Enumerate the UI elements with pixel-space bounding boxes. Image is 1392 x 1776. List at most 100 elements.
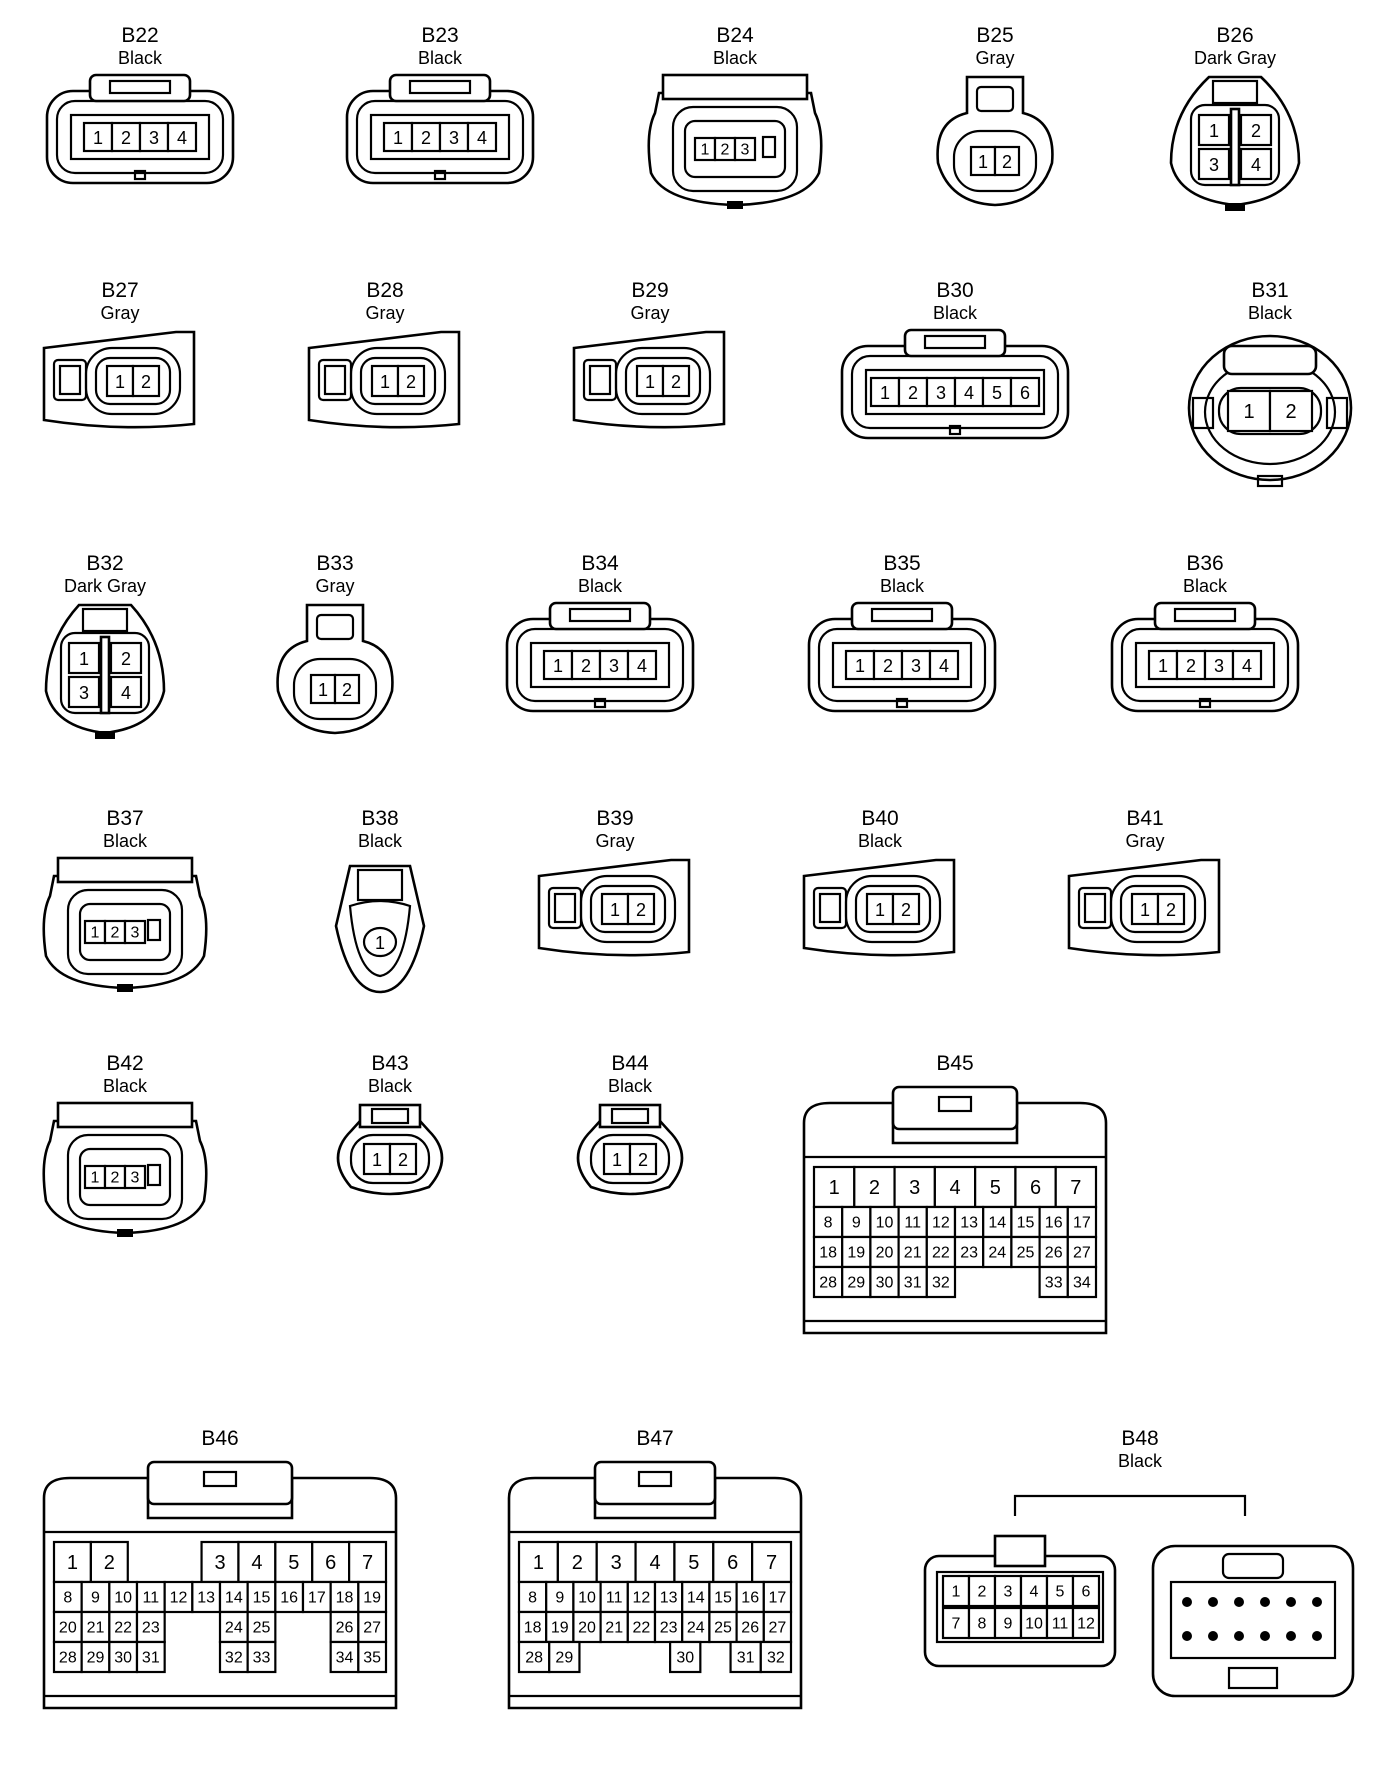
connector-color: Black [712,48,757,68]
pin-number: 2 [121,649,131,669]
connector-color: Dark Gray [1193,48,1276,68]
connector-id: B45 [936,1052,974,1075]
pin-cell [388,1142,418,1176]
connector-id: B41 [1126,807,1164,830]
terminal-dot [1312,1631,1322,1641]
pin-number: 10 [114,1590,132,1607]
pin-cell [661,364,691,398]
terminal-dot [1312,1597,1322,1607]
connector-id: B47 [636,1427,674,1450]
pin-cell [517,1580,548,1614]
pin-number: 3 [1004,1584,1013,1601]
connector-color: Black [102,831,147,851]
pin-cell [357,1580,388,1614]
pin-number: 4 [649,1552,660,1574]
connector-color: Black [1182,576,1227,596]
pin-number: 1 [93,128,103,148]
pin-number: 9 [91,1590,100,1607]
terminal-dot [1260,1631,1270,1641]
pin-cell [1010,1235,1041,1269]
terminal-dot [1286,1631,1296,1641]
pin-number: 32 [767,1650,785,1667]
pin-number: 2 [111,925,120,942]
pin-cell [1066,1265,1098,1299]
pin-number: 17 [308,1590,326,1607]
pin-number: 6 [727,1552,738,1574]
pin-cell [548,1640,581,1674]
pin-number: 10 [578,1590,596,1607]
pin-cell [108,1610,139,1644]
pin-number: 3 [131,1170,140,1187]
pin-cell [1156,892,1186,926]
pin-number: 15 [1017,1215,1035,1232]
connector-color: Black [117,48,162,68]
pin-number: 1 [978,152,988,172]
pin-number: 3 [449,128,459,148]
connector-id: B29 [631,279,669,302]
pin-cell [1038,1265,1069,1299]
pin-number: 1 [610,900,620,920]
connector-id: B42 [106,1052,144,1075]
pin-cell [166,121,198,153]
pin-number: 18 [524,1620,542,1637]
connector-id: B30 [936,279,974,302]
connector-color: Black [879,576,924,596]
pin-cell [891,892,921,926]
pin-number: 19 [847,1245,865,1262]
terminal-dot [1234,1597,1244,1607]
pin-number: 16 [1045,1215,1063,1232]
pin-cell [309,673,337,705]
pin-cell [1147,649,1179,681]
pin-number: 10 [876,1215,894,1232]
pin-number: 2 [721,142,730,159]
pin-cell [733,136,757,162]
pin-number: 25 [1017,1245,1035,1262]
pin-number: 11 [904,1215,921,1232]
pin-cell [953,376,985,408]
pin-number: 2 [1186,656,1196,676]
pin-cell [1038,1205,1069,1239]
pin-number: 3 [741,142,750,159]
connector-color: Gray [100,303,140,323]
connector-color: Black [607,1076,652,1096]
pin-number: 19 [551,1620,569,1637]
pin-number: 32 [932,1275,950,1292]
pin-number: 1 [553,656,563,676]
pin-number: 24 [988,1245,1006,1262]
pin-number: 6 [1020,383,1030,403]
pin-number: 26 [1045,1245,1063,1262]
pin-number: 7 [1070,1177,1081,1199]
pin-number: 4 [949,1177,960,1199]
pin-number: 2 [671,372,681,392]
pin-cell [301,1580,332,1614]
pin-number: 2 [636,900,646,920]
pin-cell [52,1640,83,1674]
connector-color: Black [367,1076,412,1096]
pin-number: 15 [253,1590,271,1607]
pin-cell [953,1235,985,1269]
pin-number: 27 [769,1620,787,1637]
pin-number: 12 [170,1590,188,1607]
terminal-dot [1260,1597,1270,1607]
pin-number: 11 [1052,1616,1069,1633]
pin-number: 2 [421,128,431,148]
terminal-dot [1182,1597,1192,1607]
pin-number: 4 [121,683,131,703]
pin-cell [865,892,895,926]
terminal-dot [1208,1597,1218,1607]
pin-number: 33 [253,1650,271,1667]
pin-cell [348,1540,388,1584]
pin-number: 1 [380,372,390,392]
pin-cell [729,1640,762,1674]
pin-number: 1 [115,372,125,392]
connector-id: B31 [1251,279,1289,302]
